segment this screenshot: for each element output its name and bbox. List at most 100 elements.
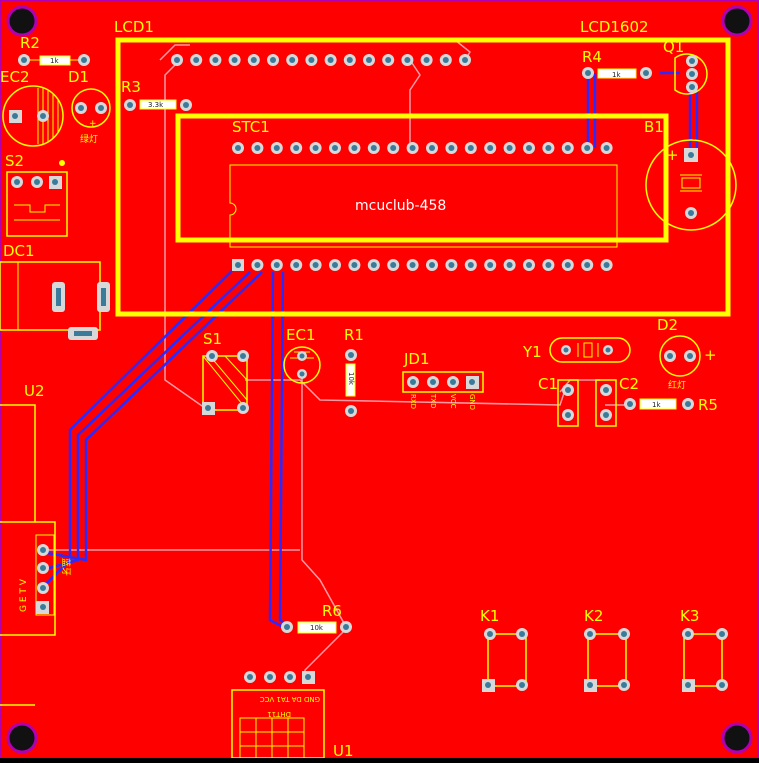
jd1-header xyxy=(402,371,484,393)
lcd1-label: LCD1 xyxy=(114,18,154,36)
stc1-pin-hole xyxy=(584,145,591,151)
stc1-pin-hole xyxy=(370,262,377,268)
stc1-pin-hole xyxy=(564,145,571,151)
stc1-pin-hole xyxy=(545,262,552,268)
r1-value: 10k xyxy=(347,372,355,386)
r5-label: R5 xyxy=(698,396,718,414)
stc1-pin-hole xyxy=(409,145,416,151)
stc1-pin-hole xyxy=(390,262,397,268)
lcd-pin-hole xyxy=(308,57,315,63)
mcu-text: mcuclub-458 xyxy=(355,198,446,214)
stc1-outline xyxy=(229,164,618,248)
lcd-pin-hole xyxy=(462,57,468,63)
d1-note: 绿灯 xyxy=(80,133,98,145)
stc1-pin-hole xyxy=(603,145,610,151)
stc1-label: STC1 xyxy=(232,118,270,136)
stc1-pin-hole xyxy=(370,145,377,151)
b1-plus: + xyxy=(666,146,679,164)
k1-button xyxy=(482,628,528,692)
lcd-pin-hole xyxy=(193,57,200,63)
jd1-pin-rxd: RXD xyxy=(409,394,417,409)
r1-resistor xyxy=(345,349,357,417)
d2-led xyxy=(659,335,701,377)
r4-resistor xyxy=(582,67,652,79)
stc1-pin-hole xyxy=(584,262,591,268)
stc1-pin-hole xyxy=(545,145,552,151)
stc1-pin-hole xyxy=(254,262,261,268)
stc1-pin-hole xyxy=(429,262,435,268)
k3-label: K3 xyxy=(680,607,699,625)
r6-resistor xyxy=(281,621,352,634)
lcd-window xyxy=(175,113,669,243)
r2-resistor xyxy=(18,54,90,66)
r2-label: R2 xyxy=(20,34,40,52)
k2-button xyxy=(584,628,630,692)
stc1-pin-hole xyxy=(273,145,280,151)
stc1-pin-hole xyxy=(506,262,513,268)
lcd-pin-hole xyxy=(385,57,392,63)
ec2-label: EC2 xyxy=(0,68,30,86)
stc1-top-pins xyxy=(232,142,613,154)
r2-value: 1k xyxy=(50,57,59,65)
stc1-pin-hole xyxy=(526,262,532,268)
lcd1602-label: LCD1602 xyxy=(580,18,649,36)
b1-label: B1 xyxy=(644,118,664,136)
lcd-pin-hole xyxy=(404,57,411,63)
top-traces xyxy=(40,39,625,678)
q1-label: Q1 xyxy=(663,38,684,56)
stc1-pin-hole xyxy=(293,262,300,268)
stc1-pin-hole xyxy=(564,262,571,268)
lcd-pin-hole xyxy=(212,57,219,63)
jd1-pin-gnd: GND xyxy=(468,394,476,410)
s2-switch xyxy=(6,160,68,237)
r5-resistor xyxy=(624,398,694,410)
stc1-pin-hole xyxy=(332,262,338,268)
ec1-label: EC1 xyxy=(286,326,316,344)
r3-value: 3.3k xyxy=(148,101,164,109)
mounting-holes xyxy=(6,5,753,754)
stc1-pin-hole xyxy=(312,145,319,151)
k1-label: K1 xyxy=(480,607,499,625)
b1-buzzer xyxy=(645,139,737,231)
lcd-header-pins xyxy=(171,54,471,66)
dc1-jack xyxy=(0,261,110,340)
stc1-pin-hole xyxy=(467,262,474,268)
q1-transistor xyxy=(674,53,708,95)
r3-label: R3 xyxy=(121,78,141,96)
d1-led xyxy=(71,88,111,128)
stc1-pin-hole xyxy=(487,145,494,151)
jd1-label: JD1 xyxy=(403,350,430,368)
stc1-pin-hole xyxy=(506,145,513,151)
d2-plus: + xyxy=(704,346,717,364)
stc1-pin-hole xyxy=(351,145,358,151)
r6-label: R6 xyxy=(322,602,342,620)
c2-label: C2 xyxy=(619,375,639,393)
r4-label: R4 xyxy=(582,48,602,66)
u2-note: 蓝牙 xyxy=(60,558,72,576)
k3-button xyxy=(682,628,728,692)
ec1-capacitor xyxy=(283,346,321,384)
y1-label: Y1 xyxy=(522,343,542,361)
lcd-pin-hole xyxy=(270,57,276,63)
stc1-pin-hole xyxy=(332,145,338,151)
k2-label: K2 xyxy=(584,607,603,625)
r3-resistor xyxy=(124,99,192,111)
u1-note: DHT11 xyxy=(267,710,291,718)
stc1-pin-hole xyxy=(487,262,494,268)
stc1-pin-hole xyxy=(603,262,610,268)
lcd-pin-hole xyxy=(366,57,372,63)
lcd-outline xyxy=(115,37,731,317)
s2-label: S2 xyxy=(5,152,24,170)
u2-label: U2 xyxy=(24,382,45,400)
jd1-pin-vcc: VCC xyxy=(449,394,457,409)
stc1-pin-hole xyxy=(254,145,261,151)
stc1-pin-hole xyxy=(409,262,416,268)
u1-pin-labels: GND DA TA1 VCC xyxy=(260,695,320,703)
lcd-pin-hole xyxy=(289,57,296,63)
stc1-pin-hole xyxy=(273,262,280,268)
u2-pin-labels: G E T V xyxy=(19,578,29,612)
lcd-pin-hole xyxy=(231,57,238,63)
r1-label: R1 xyxy=(344,326,364,344)
d1-plus: + xyxy=(89,119,97,129)
d1-label: D1 xyxy=(68,68,89,86)
